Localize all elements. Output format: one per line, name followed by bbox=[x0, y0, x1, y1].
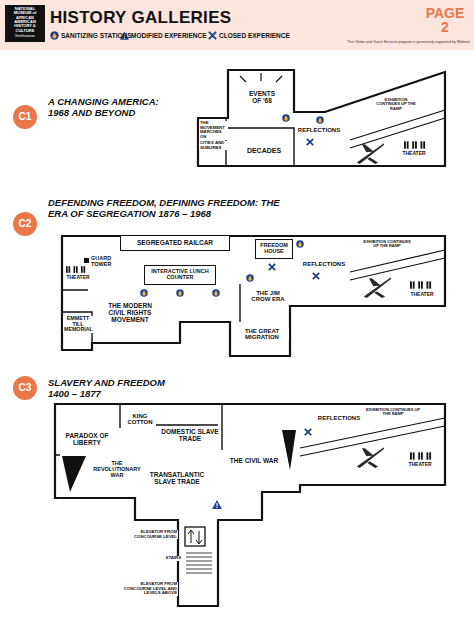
room-label: DOMESTIC SLAVE TRADE bbox=[160, 428, 220, 442]
sanitizer-icon bbox=[282, 114, 289, 121]
page-number: PAGE 2 bbox=[420, 6, 470, 34]
gallery-outline bbox=[198, 70, 445, 166]
room-label: REFLECTIONS bbox=[314, 415, 364, 421]
exhibit-name: SEGREGATED RAILCAR bbox=[137, 239, 213, 246]
legend-text: CLOSED EXPERIENCE bbox=[219, 31, 290, 40]
exhibit-box: INTERACTIVE LUNCH COUNTER bbox=[144, 265, 216, 285]
wedge bbox=[282, 430, 296, 470]
room-label: THEATER bbox=[402, 462, 438, 467]
sanitizer-icon bbox=[212, 289, 219, 296]
theater-seats bbox=[404, 141, 425, 148]
section-heading: DEFENDING FREEDOM, DEFINING FREEDOM: THE… bbox=[48, 198, 298, 220]
airplane bbox=[357, 448, 384, 468]
section-code: C3 bbox=[13, 376, 37, 400]
ramp bbox=[350, 110, 445, 148]
legend-text: MODIFIED EXPERIENCE bbox=[131, 31, 206, 40]
museum-name: NATIONAL MUSEUM of AFRICAN AMERICAN HIST… bbox=[7, 7, 43, 33]
modified-icon bbox=[212, 500, 222, 509]
exhibit-box: SEGREGATED RAILCAR bbox=[120, 235, 230, 251]
gallery-wall bbox=[62, 284, 240, 343]
room-label: PARADOX OF LIBERTY bbox=[60, 432, 114, 446]
room-label: REFLECTIONS bbox=[295, 127, 343, 133]
sanitizer-icon bbox=[176, 289, 183, 296]
exhibit-name: FREEDOM HOUSE bbox=[258, 243, 290, 255]
institution-name: Smithsonian bbox=[15, 35, 35, 39]
room-label: THE GREAT MIGRATION bbox=[235, 328, 289, 341]
section-badge: C3 SLAVERY AND FREEDOM 1400 – 1877 bbox=[13, 374, 178, 402]
burst-rays bbox=[240, 73, 282, 82]
room-label: THE CIVIL WAR bbox=[226, 457, 282, 464]
theater-seats bbox=[410, 281, 431, 288]
room-label: THE JIM CROW ERA bbox=[246, 290, 290, 303]
sanitizer-icon bbox=[316, 116, 323, 123]
theater-seats bbox=[410, 452, 431, 459]
elevator-arrows bbox=[188, 530, 202, 544]
exhibit-box: FREEDOM HOUSE bbox=[255, 239, 293, 259]
ramp-note: EXHIBITION CONTINUES UP THE RAMP bbox=[372, 98, 420, 111]
exhibit-name: INTERACTIVE LUNCH COUNTER bbox=[147, 269, 213, 281]
room-label: DECADES bbox=[236, 147, 292, 155]
room-label: KING COTTON bbox=[124, 413, 156, 426]
room-label: THEATER bbox=[64, 275, 92, 280]
museum-logo: NATIONAL MUSEUM of AFRICAN AMERICAN HIST… bbox=[5, 5, 45, 42]
gallery-outline bbox=[62, 236, 445, 356]
closed-icon bbox=[305, 429, 311, 435]
room-label: THE MODERN CIVIL RIGHTS MOVEMENT bbox=[98, 302, 162, 323]
header-band bbox=[0, 0, 474, 50]
elevator-label: ELEVATOR FROM CONCOURSE LEVEL AND LEVELS… bbox=[116, 582, 178, 596]
room-label: REFLECTIONS bbox=[300, 261, 348, 267]
room-label: THEATER bbox=[396, 151, 432, 156]
badge-circle-shape bbox=[13, 105, 37, 129]
gallery-outline bbox=[55, 404, 445, 606]
gallery-wall bbox=[55, 404, 222, 455]
section-badge: C2 DEFENDING FREEDOM, DEFINING FREEDOM: T… bbox=[13, 196, 303, 236]
sanitizer-icon bbox=[140, 289, 147, 296]
section-code: C2 bbox=[13, 212, 37, 236]
airplane bbox=[357, 144, 384, 164]
ramp-note: EXHIBITION CONTINUES UP THE RAMP bbox=[360, 240, 414, 249]
section-badge: C1 A CHANGING AMERICA: 1968 AND BEYOND bbox=[13, 95, 178, 129]
sanitizer-icon bbox=[50, 31, 58, 39]
closed-icon bbox=[313, 273, 319, 279]
ramp-note: EXHIBITION CONTINUES UP THE RAMP bbox=[362, 408, 424, 417]
room-label: TRANSATLANTIC SLAVE TRADE bbox=[140, 471, 214, 485]
room-label: CITIES AND SUBURBS bbox=[199, 141, 227, 150]
room-label: THE REVOLUTIONARY WAR bbox=[90, 461, 144, 479]
section-heading: SLAVERY AND FREEDOM 1400 – 1877 bbox=[48, 378, 173, 400]
room-label: THE MOVEMENT MARCHES ON bbox=[199, 121, 228, 140]
guard-tower-mark bbox=[84, 258, 89, 263]
closed-icon bbox=[209, 32, 216, 39]
badge-circle-shape bbox=[13, 376, 37, 400]
page-title: HISTORY GALLERIES bbox=[50, 8, 231, 28]
stairs-label: STAIRS bbox=[150, 556, 182, 561]
sanitizer-icon bbox=[296, 240, 303, 247]
theater-seats bbox=[66, 266, 85, 273]
section-code: C1 bbox=[13, 105, 37, 129]
airplane bbox=[364, 278, 391, 298]
elevator bbox=[185, 527, 205, 546]
stairs bbox=[186, 553, 212, 573]
closed-icon bbox=[269, 264, 275, 270]
ramp bbox=[350, 250, 445, 280]
wedge bbox=[62, 456, 86, 492]
closed-icon bbox=[307, 139, 313, 145]
room-label: GUARD TOWER bbox=[90, 256, 122, 268]
room-label: EVENTS OF '68 bbox=[244, 90, 280, 104]
sponsor-note: This Visitor and Guest Services program … bbox=[300, 41, 470, 45]
badge-circle-shape bbox=[13, 212, 37, 236]
legend-text: SANITIZING STATIONS bbox=[61, 31, 132, 40]
room-label: THEATER bbox=[404, 292, 440, 297]
sanitizer-icon bbox=[246, 274, 253, 281]
section-heading: A CHANGING AMERICA: 1968 AND BEYOND bbox=[48, 97, 173, 119]
room-label: EMMETT TILL MEMORIAL bbox=[63, 316, 93, 333]
gallery-wall bbox=[198, 118, 294, 166]
elevator-label: ELEVATOR FROM CONCOURSE LEVEL bbox=[116, 530, 178, 539]
ramp bbox=[300, 418, 445, 456]
